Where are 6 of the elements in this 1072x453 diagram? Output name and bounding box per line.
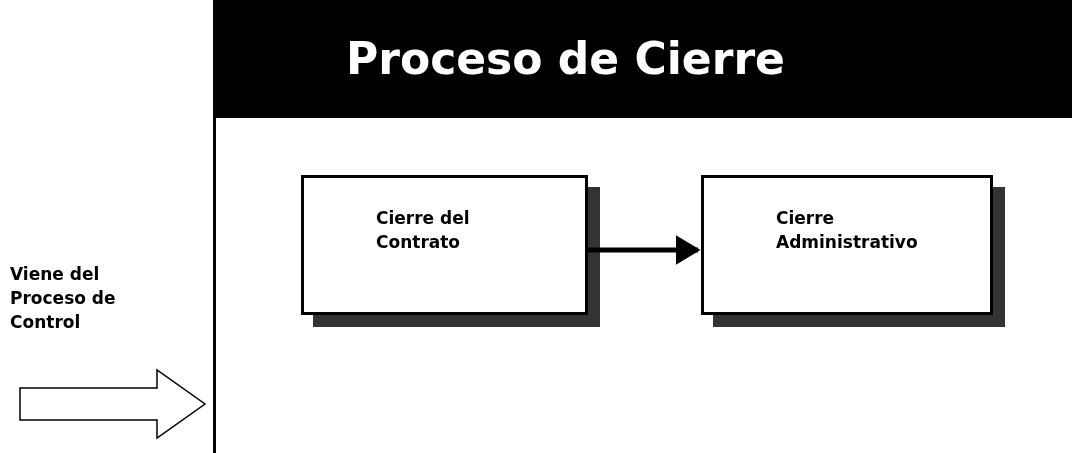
block-arrow xyxy=(19,368,207,440)
process-label: Cierre del Contrato xyxy=(376,207,471,254)
arrow xyxy=(585,235,701,265)
process-panel xyxy=(213,0,1072,453)
process-label: Cierre Administrativo xyxy=(776,207,919,254)
panel-title: Proceso de Cierre xyxy=(346,32,785,86)
